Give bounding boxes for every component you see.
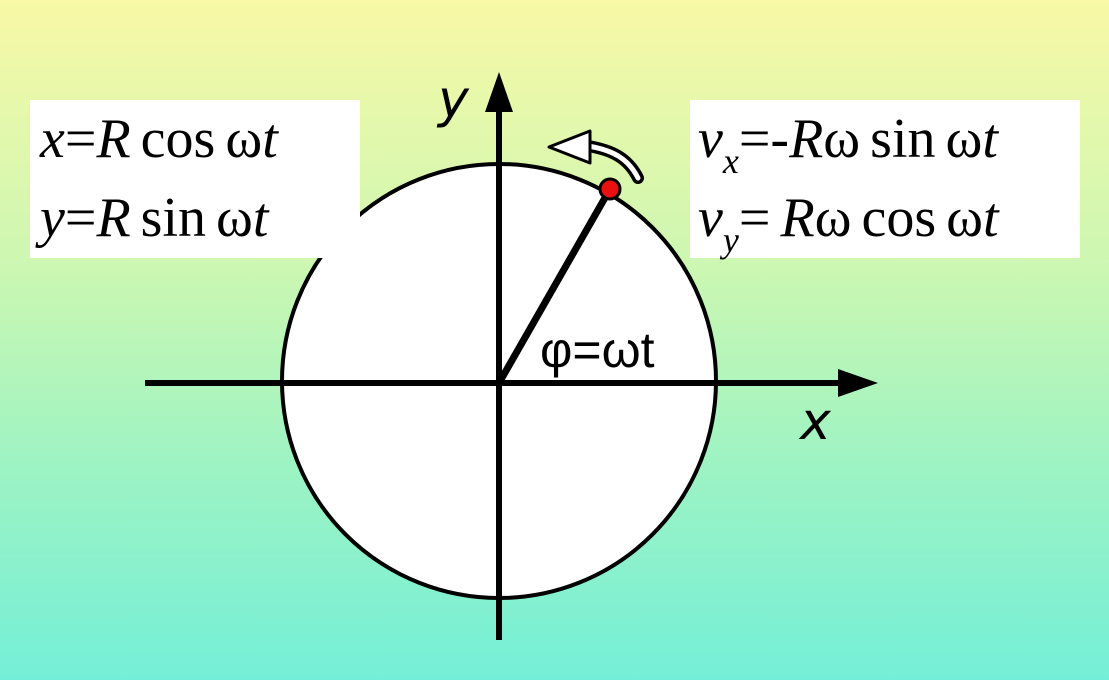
time-symbol: t bbox=[252, 187, 269, 249]
x-subscript: x bbox=[722, 141, 739, 181]
velocity-symbol: v bbox=[698, 108, 723, 170]
point-marker-icon bbox=[598, 177, 622, 201]
sin-func: sin bbox=[140, 187, 207, 249]
radius-line bbox=[495, 187, 614, 385]
curved-arrow-counterclockwise-icon bbox=[547, 129, 644, 184]
omega-symbol: ω bbox=[946, 187, 984, 249]
y-axis-arrowhead bbox=[485, 72, 513, 112]
x-axis-arrowhead bbox=[838, 369, 878, 397]
equals-sign: = bbox=[64, 108, 97, 170]
radius-symbol: R bbox=[780, 187, 815, 249]
omega-symbol: ω bbox=[814, 187, 852, 249]
angle-label: φ=ωt bbox=[540, 322, 655, 378]
omega-symbol: ω bbox=[823, 108, 861, 170]
y-var: y bbox=[40, 187, 65, 249]
radius-symbol: R bbox=[96, 187, 131, 249]
velocity-symbol: v bbox=[698, 187, 723, 249]
y-subscript: y bbox=[722, 220, 739, 260]
x-axis-label: x bbox=[800, 392, 831, 452]
cos-func: cos bbox=[861, 187, 937, 249]
x-var: x bbox=[40, 108, 65, 170]
omega-symbol: ω bbox=[225, 108, 263, 170]
radius-symbol: R bbox=[789, 108, 824, 170]
omega-symbol: ω bbox=[945, 108, 983, 170]
time-symbol: t bbox=[982, 108, 998, 170]
time-symbol: t bbox=[983, 187, 999, 249]
equals-sign: = bbox=[64, 187, 97, 249]
sin-func: sin bbox=[870, 108, 936, 170]
y-axis-label: y bbox=[438, 70, 469, 130]
omega-symbol: ω bbox=[216, 187, 253, 249]
equals-minus-sign: =- bbox=[738, 108, 790, 170]
equals-sign: = bbox=[738, 187, 771, 249]
cos-func: cos bbox=[140, 108, 216, 170]
radius-symbol: R bbox=[96, 108, 131, 170]
time-symbol: t bbox=[262, 108, 278, 170]
